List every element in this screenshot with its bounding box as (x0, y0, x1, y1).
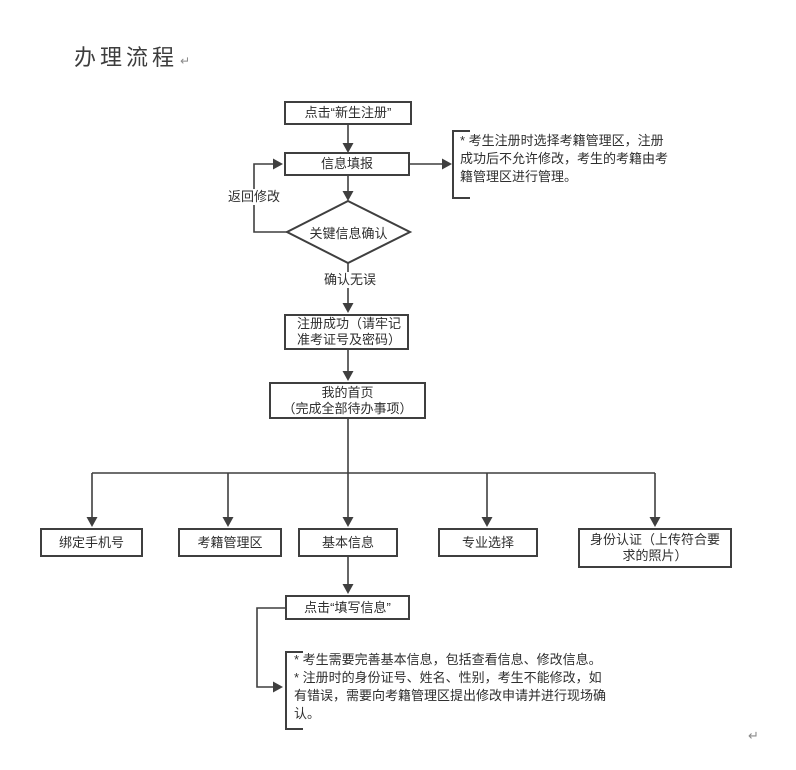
arrowhead-right-loop (273, 158, 283, 170)
arrowhead-down-clickfill (342, 584, 354, 594)
step-register-box: 点击“新生注册” (284, 101, 412, 125)
bracket-bottom-note (285, 651, 303, 730)
branch-exam-area-box: 考籍管理区 (178, 528, 282, 557)
page-title-row: 办理流程 ↵ (74, 40, 190, 72)
edge-label-confirmed: 确认无误 (322, 272, 378, 288)
note-register-rules: * 考生注册时选择考籍管理区，注册 成功后不允许修改，考生的考籍由考 籍管理区进… (460, 133, 669, 184)
note-basic-info-rules: * 考生需要完善基本信息，包括查看信息、修改信息。 * 注册时的身份证号、姓名、… (294, 652, 607, 721)
step-register-success-box: 注册成功（请牢记 准考证号及密码） (284, 314, 409, 350)
arrowhead-down-fill-info (342, 143, 354, 153)
step-click-fill-box: 点击“填写信息” (285, 595, 410, 620)
arrowhead-right-bottom-note (273, 681, 283, 693)
branch-basic-info-box: 基本信息 (298, 528, 398, 557)
arrowhead-down-homepage (342, 371, 354, 381)
arrowhead-down-success (342, 303, 354, 313)
arrowhead-down-decision (342, 191, 354, 201)
branch-bind-phone-box: 绑定手机号 (40, 528, 143, 557)
arrowhead-right-note (442, 158, 452, 170)
page-title: 办理流程 (74, 46, 179, 71)
step-fill-info-box: 信息填报 (284, 152, 410, 176)
arrowhead-major-select (481, 517, 493, 527)
branch-identity-auth-box: 身份认证（上传符合要 求的照片） (578, 528, 732, 568)
arrowhead-bind-phone (86, 517, 98, 527)
connector-clickfill-to-note (256, 607, 285, 688)
bracket-right-note (452, 130, 470, 199)
arrowhead-exam-area (222, 517, 234, 527)
paragraph-mark-icon: ↵ (180, 54, 191, 68)
paragraph-mark-bottom-icon: ↵ (748, 729, 759, 744)
arrowhead-basic-info (342, 517, 354, 527)
arrowhead-identity-auth (649, 517, 661, 527)
decision-key-info-label: 关键信息确认 (309, 225, 388, 241)
edge-label-return-modify: 返回修改 (226, 189, 282, 205)
branch-major-select-box: 专业选择 (438, 528, 538, 557)
step-my-homepage-box: 我的首页 （完成全部待办事项） (269, 382, 426, 419)
